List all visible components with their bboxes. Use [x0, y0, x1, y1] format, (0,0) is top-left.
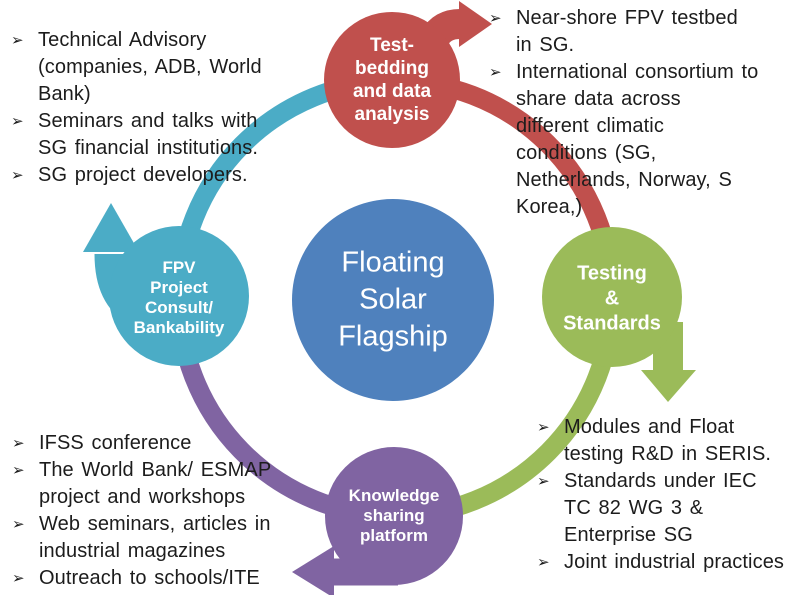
list-item: ➢ IFSS conference [12, 430, 302, 457]
testing-standards-label: Testing & Standards [563, 262, 661, 335]
list-item-text: Modules and Float testing R&D in SERIS. [564, 416, 772, 465]
list-item-text: International consortium to share data a… [516, 61, 759, 218]
list-item-text: Seminars and talks with SG financial ins… [38, 110, 259, 159]
list-item-text: Near-shore FPV testbed in SG. [516, 7, 738, 56]
list-item-text: Technical Advisory (companies, ADB, Worl… [38, 29, 262, 105]
list-item: ➢ The World Bank/ ESMAP project and work… [12, 457, 302, 511]
testing-standards-circle [542, 227, 682, 367]
arrowhead-bullet-icon: ➢ [489, 63, 502, 81]
arrowhead-bullet-icon: ➢ [537, 553, 550, 571]
arrowhead-bullet-icon: ➢ [12, 515, 25, 533]
list-testing-standards: ➢ Modules and Float testing R&D in SERIS… [537, 414, 805, 576]
list-item-text: SG project developers. [38, 164, 248, 186]
arrow-down-icon [641, 370, 696, 402]
list-testbedding: ➢ Near-shore FPV testbed in SG. ➢ Intern… [489, 5, 804, 221]
arrow-left-icon [292, 546, 334, 595]
list-item: ➢ Technical Advisory (companies, ADB, Wo… [11, 27, 286, 108]
list-item-text: Joint industrial practices [564, 551, 785, 573]
arrowhead-bullet-icon: ➢ [489, 9, 502, 27]
list-knowledge-sharing: ➢ IFSS conference ➢ The World Bank/ ESMA… [12, 430, 302, 592]
arrowhead-bullet-icon: ➢ [537, 418, 550, 436]
arrowhead-bullet-icon: ➢ [11, 166, 24, 184]
testbedding-label: Test- bedding and data analysis [352, 35, 432, 125]
list-item: ➢ Seminars and talks with SG financial i… [11, 108, 286, 162]
center-circle [292, 199, 494, 401]
list-item: ➢ SG project developers. [11, 162, 286, 189]
arrowhead-bullet-icon: ➢ [537, 472, 550, 490]
list-fpv-consult: ➢ Technical Advisory (companies, ADB, Wo… [11, 27, 286, 189]
fpv-consult-circle [109, 226, 249, 366]
list-item: ➢ Outreach to schools/ITE [12, 565, 302, 592]
list-item-text: The World Bank/ ESMAP project and worksh… [39, 459, 272, 508]
list-item: ➢ Near-shore FPV testbed in SG. [489, 5, 804, 59]
testbedding-circle [324, 12, 460, 148]
list-item-text: IFSS conference [39, 432, 192, 454]
list-item-text: Standards under IEC TC 82 WG 3 & Enterpr… [564, 470, 757, 546]
arrow-right-icon [459, 1, 492, 47]
list-item: ➢ Standards under IEC TC 82 WG 3 & Enter… [537, 468, 805, 549]
arrowhead-bullet-icon: ➢ [12, 434, 25, 452]
list-item-text: Outreach to schools/ITE [39, 567, 260, 589]
arrow-up-icon [83, 203, 139, 252]
fpv-consult-label: FPV Project Consult/ Bankability [133, 258, 225, 337]
arrowhead-bullet-icon: ➢ [12, 461, 25, 479]
list-item: ➢ Modules and Float testing R&D in SERIS… [537, 414, 805, 468]
arrowhead-bullet-icon: ➢ [12, 569, 25, 587]
list-item: ➢ Web seminars, articles in industrial m… [12, 511, 302, 565]
center-circle-label: Floating Solar Flagship [338, 246, 448, 353]
knowledge-sharing-label: Knowledge sharing platform [348, 486, 440, 545]
arrowhead-bullet-icon: ➢ [11, 112, 24, 130]
list-item: ➢ Joint industrial practices [537, 549, 805, 576]
list-item-text: Web seminars, articles in industrial mag… [39, 513, 271, 562]
arrowhead-bullet-icon: ➢ [11, 31, 24, 49]
list-item: ➢ International consortium to share data… [489, 59, 804, 221]
knowledge-sharing-circle [325, 447, 463, 585]
